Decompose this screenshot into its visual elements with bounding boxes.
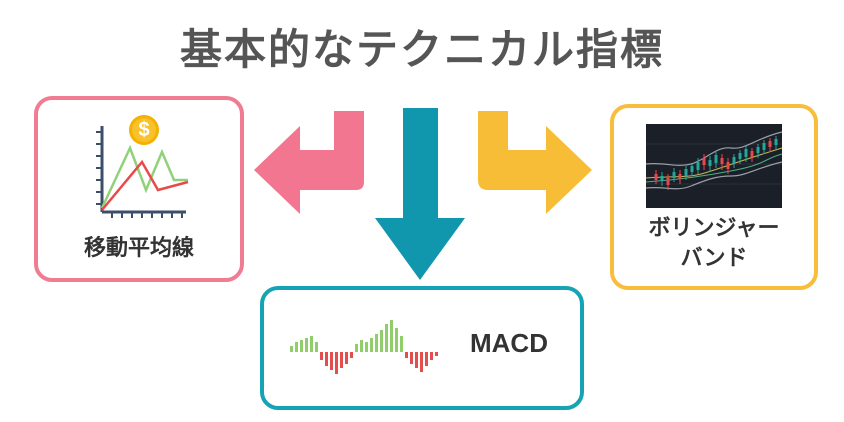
bollinger-label-line1: ボリンジャー [648,216,780,241]
bollinger-band-card: ボリンジャー バンド [610,104,818,290]
bollinger-label-line2: バンド [680,246,748,271]
macd-bar [380,330,383,352]
moving-average-label: 移動平均線 [83,236,194,261]
macd-bar [315,342,318,352]
macd-bar [330,352,333,370]
moving-average-card: $ 移動平均線 [34,96,244,282]
macd-bar [340,352,343,368]
bollinger-band-label: ボリンジャー バンド [614,214,814,274]
macd-bar [310,336,313,352]
macd-bar [435,352,438,356]
macd-bar [320,352,323,360]
macd-histogram-icon [290,320,438,374]
macd-card: MACD [260,286,584,410]
macd-bar [345,352,348,364]
macd-bar [420,352,423,372]
macd-label: MACD [470,328,548,358]
macd-bar [405,352,408,358]
macd-bar [395,328,398,352]
line-chart-icon [96,126,189,218]
macd-bar [295,342,298,352]
macd-bar [355,344,358,352]
macd-bar [370,338,373,352]
macd-bar [290,346,293,352]
dollar-sign: $ [138,119,150,141]
macd-bar [350,352,353,358]
macd-bar [305,338,308,352]
macd-bar [430,352,433,360]
macd-bar [325,352,328,366]
bollinger-chart-image [645,124,783,208]
dollar-coin-icon [129,115,159,145]
macd-bar [400,336,403,352]
page-title: 基本的なテクニカル指標 [179,25,664,74]
macd-bar [335,352,338,374]
macd-bar [360,340,363,352]
macd-bar [300,340,303,352]
macd-bar [415,352,418,368]
macd-bar [365,342,368,352]
macd-bar [425,352,428,366]
macd-bar [410,352,413,364]
macd-bar [375,334,378,352]
macd-bar [390,320,393,352]
macd-bar [385,324,388,352]
